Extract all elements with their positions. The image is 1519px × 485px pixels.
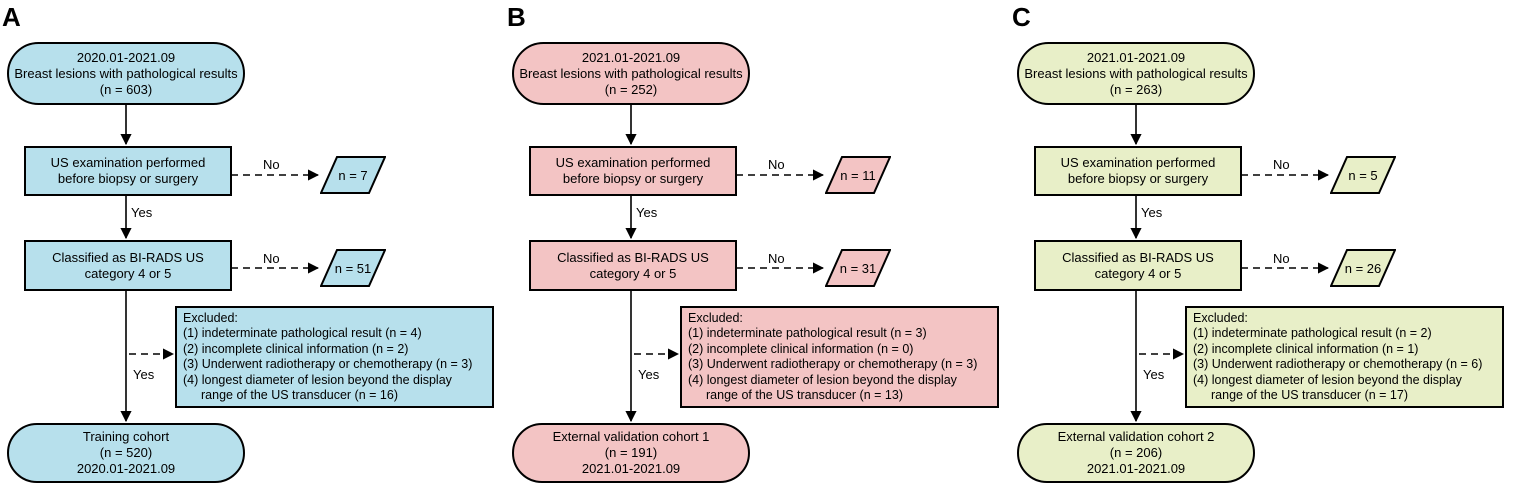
us-exam-line-2: before biopsy or surgery <box>562 171 704 186</box>
connector-layer <box>625 104 825 423</box>
birads-node: Classified as BI-RADS US category 4 or 5 <box>1034 240 1242 291</box>
panel-label: B <box>507 2 526 32</box>
birads-yes-label: Yes <box>133 367 155 382</box>
birads-yes-label: Yes <box>638 367 660 382</box>
end-node: External validation cohort 2 (n = 206) 2… <box>1017 423 1255 483</box>
birads-excluded-count: n = 51 <box>334 260 372 276</box>
us-excluded-diamond: n = 7 <box>320 156 386 194</box>
excluded-reason-1: (1) indeterminate pathological result (n… <box>183 326 422 340</box>
excluded-reason-4: (4) longest diameter of lesion beyond th… <box>183 372 452 387</box>
start-period: 2021.01-2021.09 <box>581 49 681 65</box>
excluded-title: Excluded: <box>688 310 743 325</box>
excluded-box: Excluded: (1) indeterminate pathological… <box>175 306 494 408</box>
excluded-reason-1: (1) indeterminate pathological result (n… <box>1193 326 1432 340</box>
start-description: Breast lesions with pathological results <box>519 65 743 81</box>
start-description: Breast lesions with pathological results <box>14 65 238 81</box>
birads-excluded-count: n = 31 <box>839 260 877 276</box>
start-period: 2020.01-2021.09 <box>76 49 176 65</box>
us-no-label: No <box>1273 157 1290 172</box>
excluded-box: Excluded: (1) indeterminate pathological… <box>1185 306 1504 408</box>
birads-no-label: No <box>263 251 280 266</box>
end-node: Training cohort (n = 520) 2020.01-2021.0… <box>7 423 245 483</box>
excluded-reason-4: (4) longest diameter of lesion beyond th… <box>688 372 957 387</box>
birads-line-2: category 4 or 5 <box>1094 265 1182 281</box>
birads-excluded-diamond: n = 51 <box>320 249 386 287</box>
birads-excluded-count: n = 26 <box>1344 260 1382 276</box>
us-no-label: No <box>768 157 785 172</box>
us-excluded-diamond: n = 11 <box>825 156 891 194</box>
flowchart-panel-a: A 2020.01-2021.09 Breast lesions with pa… <box>0 0 505 485</box>
excluded-reason-3: (3) Underwent radiotherapy or chemothera… <box>183 357 473 371</box>
end-cohort-name: External validation cohort 2 <box>1057 429 1215 444</box>
end-cohort-name: External validation cohort 1 <box>552 429 710 444</box>
start-count: (n = 263) <box>1109 81 1163 97</box>
end-period: 2021.01-2021.09 <box>1086 461 1186 476</box>
excluded-reason-3: (3) Underwent radiotherapy or chemothera… <box>1193 357 1483 371</box>
us-exam-line-1: US examination performed <box>555 155 711 170</box>
us-exam-line-1: US examination performed <box>1060 155 1216 170</box>
end-count: (n = 206) <box>1109 445 1163 460</box>
start-node: 2021.01-2021.09 Breast lesions with path… <box>1017 42 1255 105</box>
end-node: External validation cohort 1 (n = 191) 2… <box>512 423 750 483</box>
end-period: 2020.01-2021.09 <box>76 461 176 476</box>
excluded-reason-2: (2) incomplete clinical information (n =… <box>1193 341 1419 356</box>
start-count: (n = 252) <box>604 81 658 97</box>
us-exam-node: US examination performed before biopsy o… <box>24 146 232 196</box>
birads-no-label: No <box>1273 251 1290 266</box>
birads-node: Classified as BI-RADS US category 4 or 5 <box>529 240 737 291</box>
us-excluded-diamond: n = 5 <box>1330 156 1396 194</box>
connector-layer <box>120 104 320 423</box>
us-exam-line-2: before biopsy or surgery <box>57 171 199 186</box>
start-description: Breast lesions with pathological results <box>1024 65 1248 81</box>
birads-line-2: category 4 or 5 <box>589 265 677 281</box>
excluded-reason-2: (2) incomplete clinical information (n =… <box>183 341 409 356</box>
flowchart-panel-b: B 2021.01-2021.09 Breast lesions with pa… <box>505 0 1010 485</box>
birads-excluded-diamond: n = 26 <box>1330 249 1396 287</box>
us-exam-line-2: before biopsy or surgery <box>1067 171 1209 186</box>
birads-node: Classified as BI-RADS US category 4 or 5 <box>24 240 232 291</box>
end-count: (n = 191) <box>604 445 658 460</box>
end-cohort-name: Training cohort <box>82 429 170 444</box>
excluded-reason-2: (2) incomplete clinical information (n =… <box>688 341 914 356</box>
us-exam-node: US examination performed before biopsy o… <box>529 146 737 196</box>
birads-excluded-diamond: n = 31 <box>825 249 891 287</box>
us-yes-label: Yes <box>1141 205 1163 220</box>
us-exam-line-1: US examination performed <box>50 155 206 170</box>
start-node: 2021.01-2021.09 Breast lesions with path… <box>512 42 750 105</box>
us-yes-label: Yes <box>131 205 153 220</box>
us-yes-label: Yes <box>636 205 658 220</box>
excluded-reason-1: (1) indeterminate pathological result (n… <box>688 326 927 340</box>
us-excluded-count: n = 11 <box>840 167 876 183</box>
panel-label: A <box>2 2 21 32</box>
excluded-reason-4-cont: range of the US transducer (n = 16) <box>201 388 398 402</box>
excluded-reason-4-cont: range of the US transducer (n = 13) <box>706 388 903 402</box>
us-excluded-count: n = 7 <box>338 167 368 183</box>
start-node: 2020.01-2021.09 Breast lesions with path… <box>7 42 245 105</box>
flowchart-panel-c: C 2021.01-2021.09 Breast lesions with pa… <box>1010 0 1515 485</box>
excluded-title: Excluded: <box>1193 310 1248 325</box>
birads-no-label: No <box>768 251 785 266</box>
us-excluded-count: n = 5 <box>1348 167 1378 183</box>
excluded-reason-4: (4) longest diameter of lesion beyond th… <box>1193 372 1462 387</box>
start-period: 2021.01-2021.09 <box>1086 49 1186 65</box>
excluded-reason-4-cont: range of the US transducer (n = 17) <box>1211 388 1408 402</box>
excluded-title: Excluded: <box>183 310 238 325</box>
us-exam-node: US examination performed before biopsy o… <box>1034 146 1242 196</box>
birads-line-1: Classified as BI-RADS US <box>557 249 709 265</box>
start-count: (n = 603) <box>99 81 153 97</box>
birads-line-1: Classified as BI-RADS US <box>52 249 204 265</box>
birads-yes-label: Yes <box>1143 367 1165 382</box>
panel-label: C <box>1012 2 1031 32</box>
connector-layer <box>1130 104 1330 423</box>
end-period: 2021.01-2021.09 <box>581 461 681 476</box>
end-count: (n = 520) <box>99 445 153 460</box>
excluded-box: Excluded: (1) indeterminate pathological… <box>680 306 999 408</box>
us-no-label: No <box>263 157 280 172</box>
birads-line-1: Classified as BI-RADS US <box>1062 249 1214 265</box>
birads-line-2: category 4 or 5 <box>84 265 172 281</box>
excluded-reason-3: (3) Underwent radiotherapy or chemothera… <box>688 357 978 371</box>
